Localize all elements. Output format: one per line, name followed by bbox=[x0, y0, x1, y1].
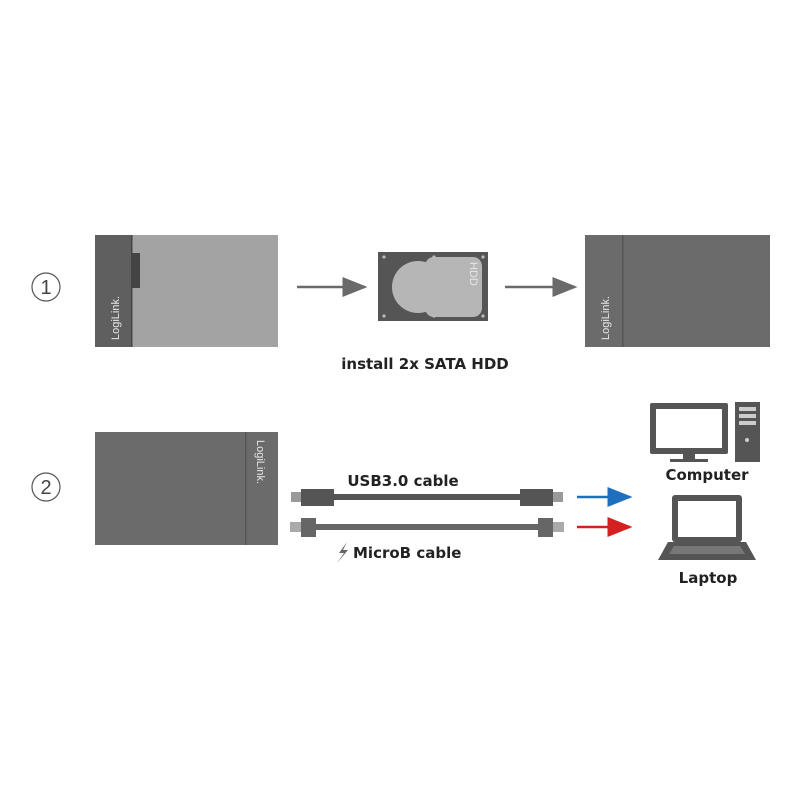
lightning-icon bbox=[337, 542, 348, 563]
brand-logo: LogiLink. bbox=[254, 440, 266, 484]
brand-logo: LogiLink. bbox=[110, 296, 122, 340]
open-enclosure: LogiLink. bbox=[95, 235, 278, 347]
microb-cable-label: MicroB cable bbox=[353, 544, 461, 562]
brand-logo: LogiLink. bbox=[600, 296, 612, 340]
hdd-drive: HDD bbox=[378, 252, 488, 321]
closed-enclosure: LogiLink. bbox=[585, 235, 770, 347]
computer-label: Computer bbox=[665, 466, 749, 484]
laptop-icon bbox=[658, 495, 756, 560]
hdd-label: HDD bbox=[467, 262, 479, 286]
laptop-label: Laptop bbox=[679, 569, 738, 587]
svg-text:1: 1 bbox=[40, 277, 51, 299]
svg-text:2: 2 bbox=[40, 477, 51, 499]
sata-connector bbox=[131, 253, 140, 288]
step-2-number: 2 bbox=[31, 472, 61, 502]
usb3-cable-label: USB3.0 cable bbox=[347, 472, 458, 490]
enclosure: LogiLink. bbox=[95, 432, 278, 545]
usb3-cable bbox=[291, 489, 563, 506]
computer-icon bbox=[650, 402, 760, 462]
step-1-number: 1 bbox=[31, 272, 61, 302]
microb-cable bbox=[290, 518, 564, 537]
step-1-caption: install 2x SATA HDD bbox=[341, 355, 508, 373]
